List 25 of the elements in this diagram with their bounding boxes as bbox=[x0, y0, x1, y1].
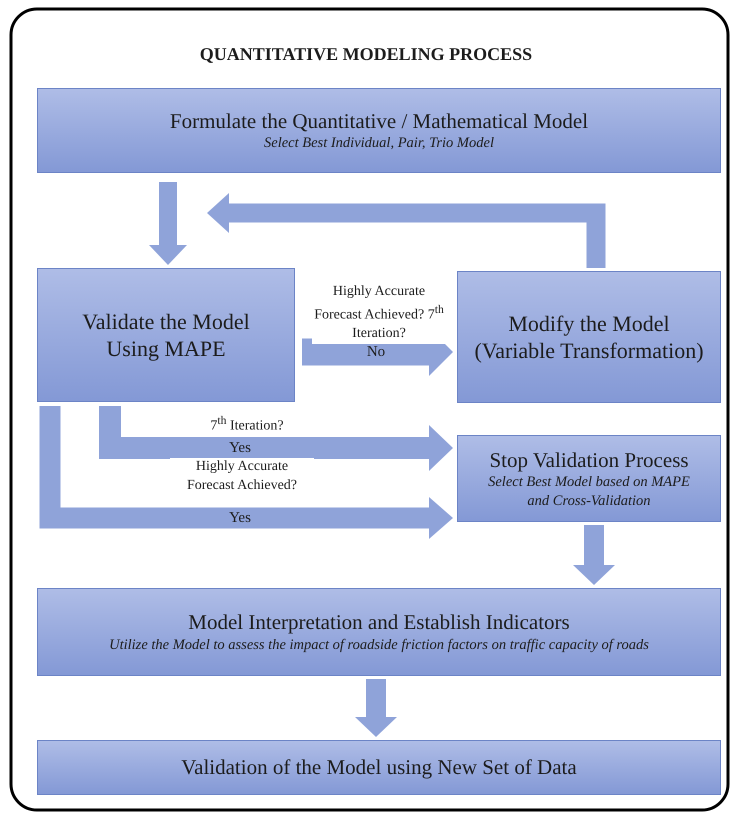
process-box bbox=[457, 435, 721, 522]
box-subtext: Select Best Individual, Pair, Trio Model bbox=[264, 134, 494, 154]
box-heading: Modify the Model (Variable Transformation) bbox=[473, 310, 705, 364]
arrow-label: Yes bbox=[228, 511, 252, 526]
block-arrow bbox=[99, 406, 453, 471]
box-heading: Formulate the Quantitative / Mathematical Model bbox=[170, 108, 588, 134]
arrow-label: No bbox=[366, 345, 386, 360]
process-box bbox=[37, 268, 295, 402]
diagram-title: QUANTITATIVE MODELING PROCESS bbox=[198, 44, 534, 65]
box-heading: Validation of the Model using New Set of Data bbox=[181, 754, 577, 781]
arrow-label: Yes bbox=[228, 441, 252, 456]
block-arrow bbox=[149, 182, 187, 265]
block-arrow bbox=[355, 679, 397, 737]
edge-label: Highly Accurate Forecast Achieved? 7$^{th}$ Iteration? bbox=[312, 283, 446, 344]
box-subtext: Utilize the Model to assess the impact of roadside friction factors on traffic capacity of roads bbox=[109, 636, 649, 655]
block-arrow bbox=[573, 525, 615, 585]
process-box bbox=[457, 271, 721, 403]
process-box bbox=[37, 88, 721, 173]
box-heading: Stop Validation Process bbox=[489, 446, 689, 473]
process-box bbox=[37, 588, 721, 676]
box-heading: Model Interpretation and Establish Indicators bbox=[188, 609, 570, 636]
process-box bbox=[37, 740, 721, 795]
block-arrow bbox=[40, 406, 453, 539]
box-heading: Validate the Model Using MAPE bbox=[81, 308, 251, 362]
box-subtext: Select Best Model based on MAPE and Cross-Validation bbox=[487, 472, 691, 510]
